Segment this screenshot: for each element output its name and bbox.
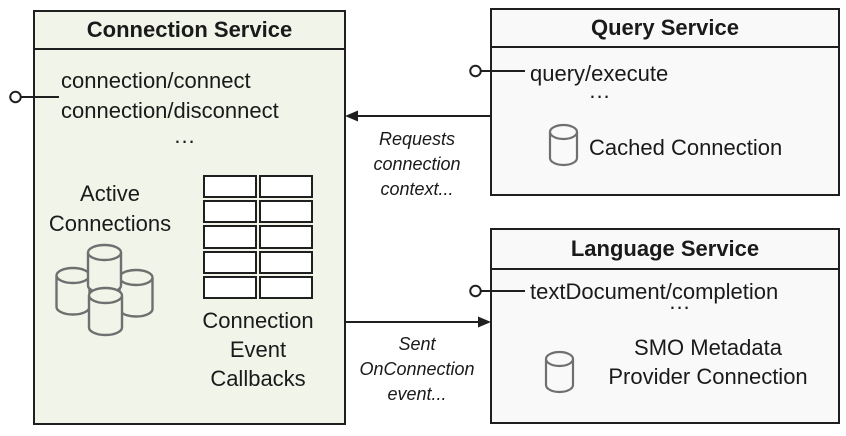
sent-annotation: Sent OnConnection event... <box>350 332 484 407</box>
database-icon <box>548 123 579 167</box>
requests-connection-arrow-icon <box>345 110 491 122</box>
cached-connection-label: Cached Connection <box>589 135 783 160</box>
active-connections-label-line2: Connections <box>48 211 172 236</box>
language-service-title: Language Service <box>492 230 838 270</box>
callbacks-label-line2: Event <box>229 337 287 362</box>
requests-annotation: Requests connection context... <box>350 127 484 202</box>
query-interface-lollipop-icon <box>469 64 525 78</box>
requests-annotation-line1: Requests <box>378 129 456 149</box>
active-connections-label: Active Connections <box>35 179 185 239</box>
sent-annotation-line3: event... <box>387 384 447 404</box>
connection-event-callbacks-label: Connection Event Callbacks <box>183 306 333 393</box>
textdocument-completion-method: textDocument/completion <box>530 279 779 304</box>
callback-table-icon <box>203 175 313 299</box>
connection-methods-list: connection/connect connection/disconnect <box>61 66 279 126</box>
table-cell <box>203 250 257 274</box>
connection-connect-method: connection/connect <box>61 68 251 93</box>
table-cell <box>203 200 257 224</box>
connection-disconnect-method: connection/disconnect <box>61 98 279 123</box>
query-more-methods-ellipsis: ... <box>589 78 611 103</box>
query-service-title: Query Service <box>492 10 838 48</box>
requests-annotation-line2: connection <box>373 154 461 174</box>
table-cell <box>203 275 257 299</box>
table-cell <box>259 200 313 224</box>
requests-annotation-line3: context... <box>380 179 454 199</box>
sent-annotation-line2: OnConnection <box>359 359 475 379</box>
connection-interface-lollipop-icon <box>9 90 59 104</box>
active-connections-label-line1: Active <box>80 181 140 206</box>
table-cell <box>259 175 313 199</box>
smo-metadata-provider-label: SMO Metadata Provider Connection <box>590 333 826 391</box>
callbacks-label-line3: Callbacks <box>210 366 306 391</box>
query-service-box: Query Service <box>490 8 840 196</box>
connection-more-methods-ellipsis: ... <box>174 123 196 148</box>
sent-annotation-line1: Sent <box>398 334 436 354</box>
connection-service-title: Connection Service <box>35 12 344 50</box>
table-cell <box>259 275 313 299</box>
language-interface-lollipop-icon <box>469 284 525 298</box>
language-more-methods-ellipsis: ... <box>669 289 691 314</box>
onconnection-event-arrow-icon <box>345 316 491 328</box>
database-icon <box>544 350 575 394</box>
table-cell <box>259 250 313 274</box>
database-cluster-icon <box>55 243 154 337</box>
table-cell <box>259 225 313 249</box>
table-cell <box>203 175 257 199</box>
callbacks-label-line1: Connection <box>202 308 314 333</box>
provider-label-line1: SMO Metadata <box>634 335 782 360</box>
provider-label-line2: Provider Connection <box>608 364 808 389</box>
language-service-box: Language Service <box>490 228 840 424</box>
query-execute-method: query/execute <box>530 61 669 86</box>
table-cell <box>203 225 257 249</box>
